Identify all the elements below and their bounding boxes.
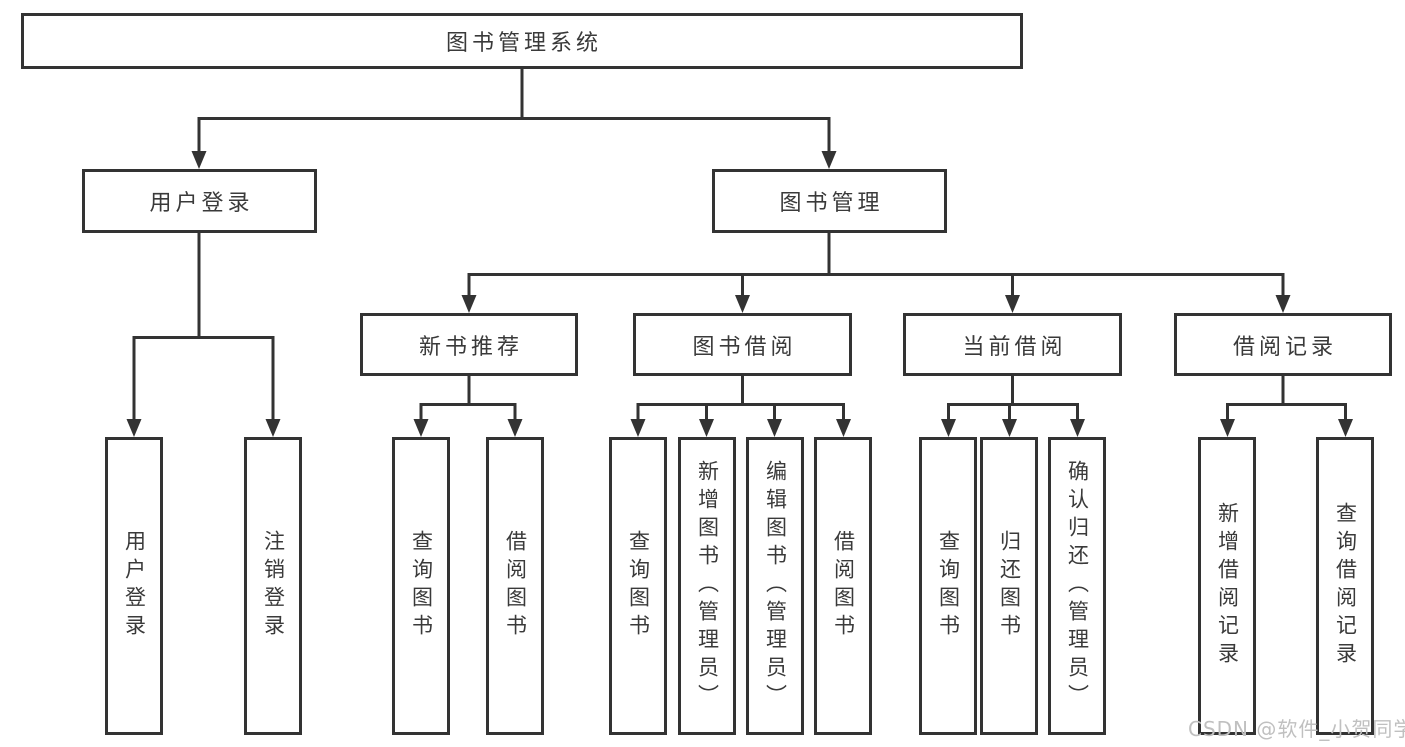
leaf-label: 注销登录 — [261, 530, 286, 642]
leaf-add-book-admin: 新增图书（管理员） — [678, 437, 736, 735]
leaf-borrow-books-recommend: 借阅图书 — [486, 437, 544, 735]
node-user-login: 用户登录 — [82, 169, 317, 233]
leaf-logout: 注销登录 — [244, 437, 302, 735]
leaf-label: 新增图书（管理员） — [695, 460, 720, 712]
leaf-label: 借阅图书 — [831, 530, 856, 642]
leaf-label: 借阅图书 — [503, 530, 528, 642]
leaf-label: 新增借阅记录 — [1215, 502, 1240, 670]
leaf-query-books-current: 查询图书 — [919, 437, 977, 735]
leaf-add-borrow-record: 新增借阅记录 — [1198, 437, 1256, 735]
leaf-label: 确认归还（管理员） — [1065, 460, 1090, 712]
leaf-label: 查询借阅记录 — [1333, 502, 1358, 670]
node-new-book-recommend: 新书推荐 — [360, 313, 578, 376]
leaf-user-login: 用户登录 — [105, 437, 163, 735]
leaf-query-borrow-record: 查询借阅记录 — [1316, 437, 1374, 735]
leaf-edit-book-admin: 编辑图书（管理员） — [746, 437, 804, 735]
leaf-borrow-books-borrowing: 借阅图书 — [814, 437, 872, 735]
leaf-return-books: 归还图书 — [980, 437, 1038, 735]
leaf-label: 归还图书 — [997, 530, 1022, 642]
watermark: CSDN @软件_小贺同学 — [1188, 717, 1405, 741]
leaf-confirm-return-admin: 确认归还（管理员） — [1048, 437, 1106, 735]
node-book-management: 图书管理 — [712, 169, 947, 233]
node-book-borrowing: 图书借阅 — [633, 313, 852, 376]
leaf-query-books-borrowing: 查询图书 — [609, 437, 667, 735]
node-root-library-system: 图书管理系统 — [21, 13, 1023, 69]
leaf-label: 编辑图书（管理员） — [763, 460, 788, 712]
node-current-borrowing: 当前借阅 — [903, 313, 1122, 376]
leaf-label: 查询图书 — [626, 530, 651, 642]
leaf-query-books-recommend: 查询图书 — [392, 437, 450, 735]
node-borrow-records: 借阅记录 — [1174, 313, 1392, 376]
leaf-label: 查询图书 — [936, 530, 961, 642]
leaf-label: 用户登录 — [122, 530, 147, 642]
leaf-label: 查询图书 — [409, 530, 434, 642]
